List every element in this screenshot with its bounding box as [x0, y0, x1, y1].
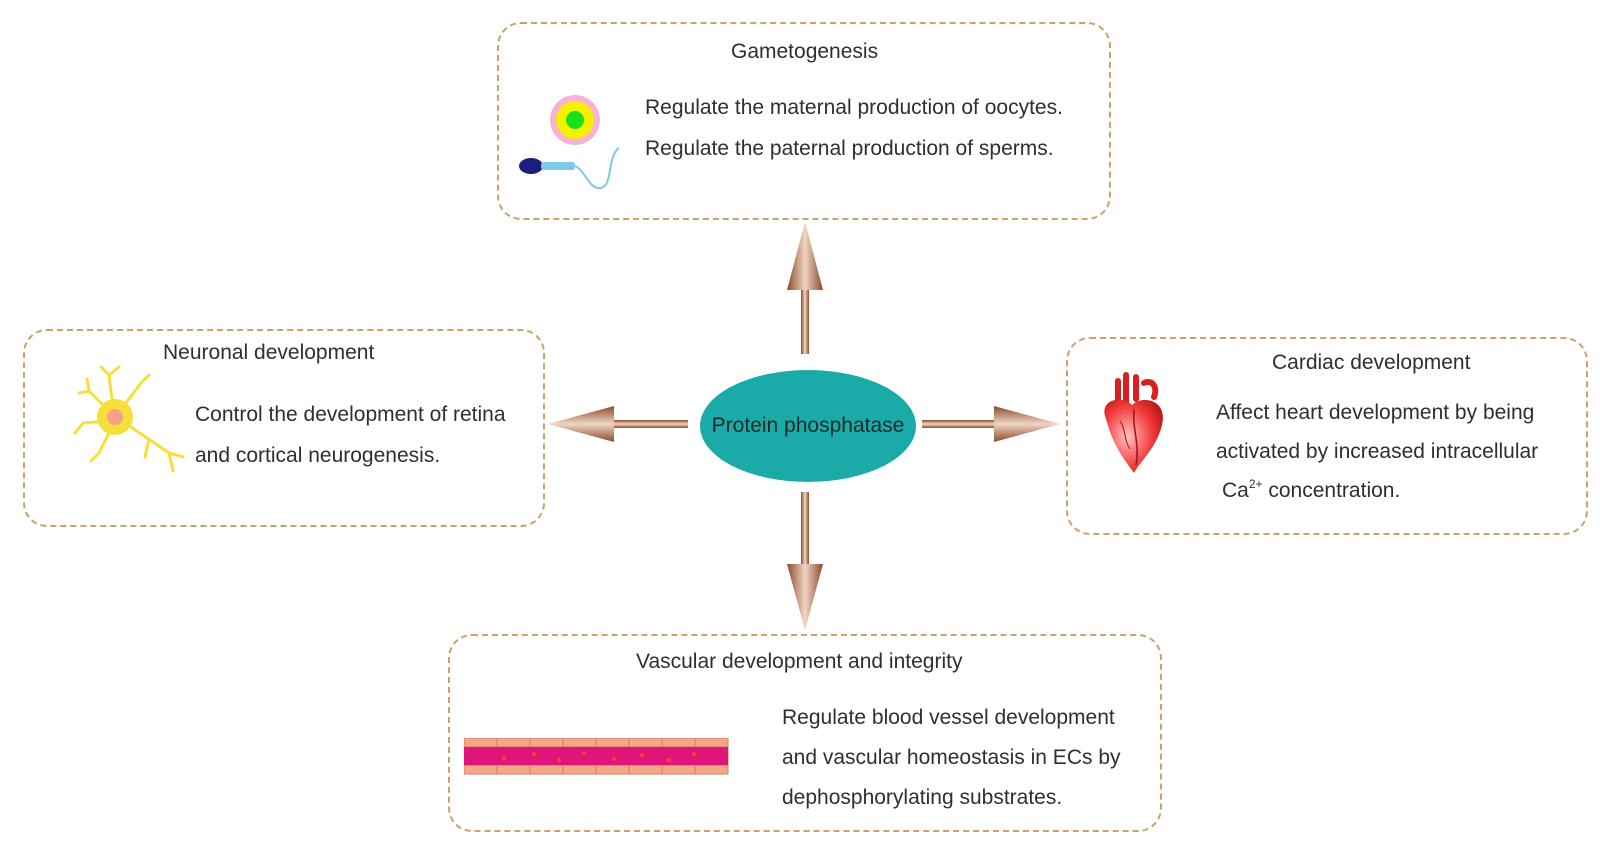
oocyte-icon: [550, 95, 600, 145]
vascular-line-3: dephosphorylating substrates.: [782, 786, 1063, 809]
arrow-left: [548, 406, 688, 442]
box-title: Vascular development and integrity: [636, 650, 963, 673]
blood-vessel-icon: [464, 738, 729, 775]
neuronal-box: Neuronal development Control the develop…: [23, 329, 545, 527]
vascular-line-1: Regulate blood vessel development: [782, 706, 1115, 729]
gametogenesis-box: Gametogenesis Regulate the maternal prod…: [497, 22, 1111, 220]
box-title: Neuronal development: [163, 341, 375, 364]
box-title: Gametogenesis: [731, 40, 879, 63]
heart-icon: [1104, 372, 1163, 473]
cardiac-line-1: Affect heart development by being: [1216, 401, 1535, 424]
arrow-right: [922, 406, 1060, 442]
cardiac-line-3: Ca2+ concentration.: [1222, 477, 1401, 503]
neuronal-line-2: and cortical neurogenesis.: [195, 444, 441, 467]
center-label: Protein phosphatase: [711, 414, 905, 437]
neuron-icon: [73, 365, 185, 473]
sperm-icon: [519, 147, 620, 190]
arrow-up: [787, 222, 823, 354]
arrow-down: [787, 492, 823, 630]
vascular-box: Vascular development and integrity Regul…: [448, 634, 1162, 832]
gametogenesis-line-2: Regulate the paternal production of sper…: [645, 137, 1054, 160]
neuronal-line-1: Control the development of retina: [195, 403, 506, 426]
vascular-line-2: and vascular homeostasis in ECs by: [782, 746, 1121, 769]
protein-phosphatase-node: Protein phosphatase: [700, 370, 916, 482]
cardiac-box: Cardiac development Affect heart develop…: [1066, 337, 1588, 535]
gametogenesis-line-1: Regulate the maternal production of oocy…: [645, 96, 1063, 119]
cardiac-line-3-rest: concentration.: [1262, 479, 1401, 502]
calcium-charge: 2+: [1248, 477, 1263, 491]
cardiac-line-2: activated by increased intracellular: [1216, 440, 1539, 463]
box-title: Cardiac development: [1272, 351, 1471, 374]
calcium-symbol: Ca: [1222, 479, 1249, 502]
